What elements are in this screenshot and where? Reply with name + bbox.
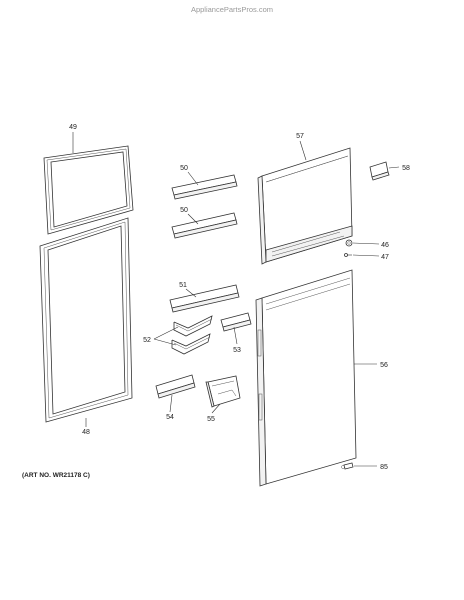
callout-50a: 50: [180, 165, 188, 172]
art-number: (ART NO. WR21178 C): [22, 472, 90, 479]
handle-cap[interactable]: [369, 161, 390, 181]
fresh-food-shelf-bar[interactable]: [169, 284, 240, 313]
callout-57: 57: [296, 133, 304, 140]
dairy-shelf-bar[interactable]: [155, 374, 196, 399]
hinge-pin[interactable]: [345, 239, 353, 247]
callout-85: 85: [380, 464, 388, 471]
callout-46: 46: [381, 242, 389, 249]
callout-58: 58: [402, 165, 410, 172]
door-shelf-bar-upper[interactable]: [171, 174, 238, 200]
callout-47: 47: [381, 254, 389, 261]
door-bins[interactable]: [171, 315, 213, 355]
door-shelf-bar-lower[interactable]: [171, 212, 238, 239]
upper-door-gasket[interactable]: [43, 145, 134, 235]
freezer-door[interactable]: [257, 147, 353, 265]
callout-56: 56: [380, 362, 388, 369]
callout-49: 49: [69, 124, 77, 131]
lower-door-gasket[interactable]: [39, 217, 133, 423]
leader-lines: [72, 132, 400, 467]
callout-55: 55: [207, 416, 215, 423]
callout-52: 52: [143, 337, 151, 344]
callout-54: 54: [166, 414, 174, 421]
dairy-bin[interactable]: [205, 375, 241, 408]
watermark: AppliancePartsPros.com: [191, 5, 273, 14]
door-shelf-bar-small[interactable]: [220, 312, 252, 332]
door-stop[interactable]: [341, 462, 354, 470]
callout-48: 48: [82, 429, 90, 436]
callout-50b: 50: [180, 207, 188, 214]
callout-53: 53: [233, 347, 241, 354]
screw[interactable]: [344, 253, 353, 257]
fresh-food-door[interactable]: [255, 269, 357, 487]
callout-51: 51: [179, 282, 187, 289]
